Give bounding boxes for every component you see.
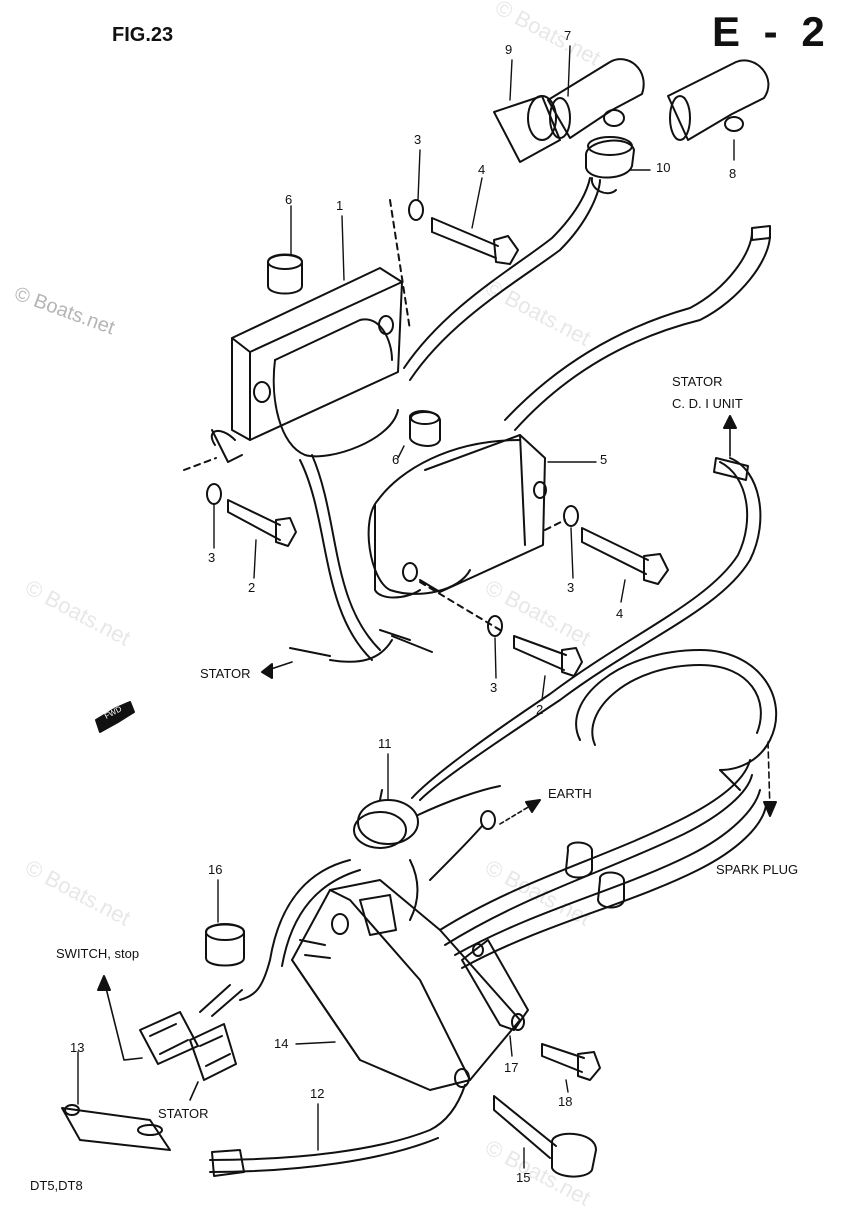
note-stator-bottom: STATOR (158, 1106, 209, 1121)
callout-8: 8 (729, 166, 737, 181)
plate-13 (61, 1104, 171, 1151)
callout-9: 9 (505, 42, 513, 57)
note-stator-cdi: STATOR (672, 374, 723, 389)
washer-3 (487, 615, 503, 637)
callout-13: 13 (70, 1040, 85, 1055)
collar-6 (409, 410, 441, 447)
callout-2: 2 (536, 702, 544, 717)
callout-5: 5 (600, 452, 608, 467)
bracket-17 (461, 939, 529, 1031)
callout-4: 4 (478, 162, 486, 177)
bolt-2 (227, 499, 297, 547)
callout-3: 3 (208, 550, 216, 565)
callout-11: 11 (378, 736, 392, 751)
fwd-arrow-icon (95, 701, 135, 733)
plug-cap-9 (493, 95, 561, 163)
note-stator: STATOR (200, 666, 251, 681)
collar-16 (205, 923, 245, 967)
callout-6: 6 (392, 452, 400, 467)
callout-2: 2 (248, 580, 256, 595)
callout-10: 10 (656, 160, 671, 175)
callout-12: 12 (310, 1086, 325, 1101)
bolt-4 (431, 217, 519, 265)
section-code: E - 2 (712, 8, 831, 55)
bolt-18 (541, 1043, 601, 1081)
washer-3 (408, 199, 424, 221)
connector-stator-bottom (189, 1023, 237, 1081)
washer-3 (563, 505, 579, 527)
plug-cap-7 (547, 58, 645, 139)
note-stator-cdi-unit: C. D. I UNIT (672, 396, 743, 411)
collar-6 (267, 253, 303, 295)
note-switch-stop: SWITCH, stop (56, 946, 140, 961)
washer-3 (206, 483, 222, 505)
callout-3: 3 (567, 580, 575, 595)
callout-4: 4 (616, 606, 624, 621)
ignition-coil-5 (367, 434, 547, 599)
callout-6: 6 (285, 192, 293, 207)
bolt-4 (581, 527, 669, 585)
callout-15: 15 (516, 1170, 531, 1185)
bolt-2 (513, 635, 583, 677)
callout-14: 14 (274, 1036, 289, 1051)
note-spark-plug: SPARK PLUG (716, 862, 799, 877)
plug-cap-8 (667, 59, 770, 141)
connector-switch-stop (139, 1011, 199, 1065)
bolt-15 (493, 1095, 597, 1178)
callout-7: 7 (564, 28, 572, 43)
ignition-coil-1 (210, 267, 403, 463)
cdi-unit-14 (291, 879, 521, 1091)
callout-3: 3 (490, 680, 498, 695)
cap-10 (585, 136, 635, 195)
callout-3: 3 (414, 132, 422, 147)
callout-16: 16 (208, 862, 223, 877)
callout-18: 18 (558, 1094, 573, 1109)
note-earth: EARTH (548, 786, 592, 801)
callout-1: 1 (336, 198, 344, 213)
grommet-11 (353, 789, 419, 849)
callout-17: 17 (504, 1060, 519, 1075)
model-list: DT5,DT8 (30, 1178, 83, 1193)
figure-number: FIG.23 (112, 24, 174, 46)
